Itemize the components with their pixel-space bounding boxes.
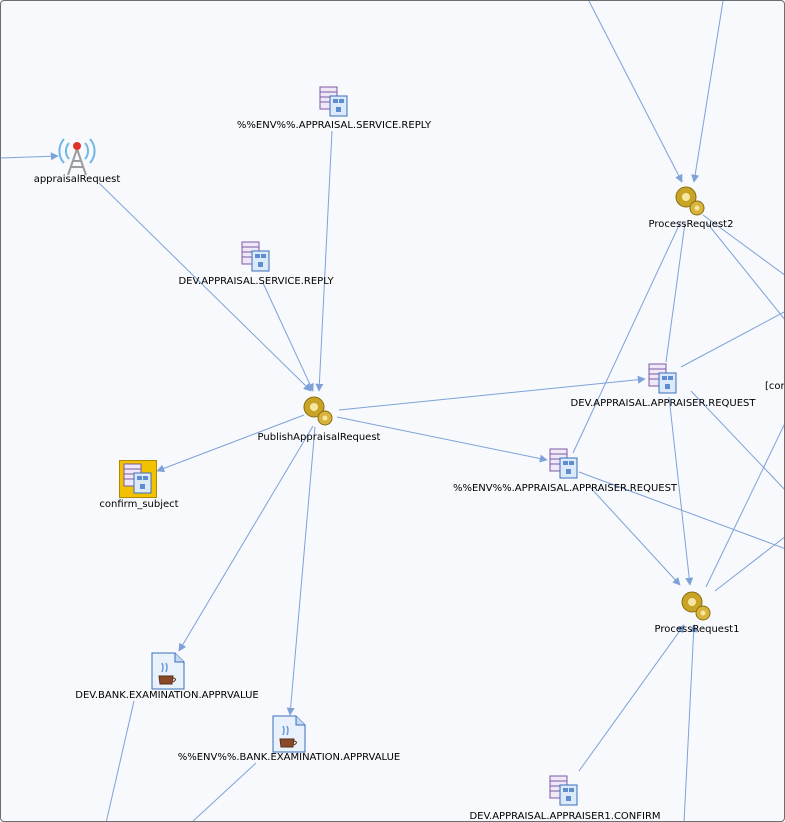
edge-process-request2-to-dev-appraiser (665, 222, 686, 363)
node-label: PublishAppraisalRequest (257, 432, 381, 443)
node-label: confirm_subject (99, 499, 179, 510)
destination-queue-icon (319, 86, 348, 117)
radio-tower-icon (58, 138, 96, 175)
edge-offscreen-a-to-process-request2 (588, 1, 683, 183)
process-gear-icon (303, 396, 333, 426)
destination-queue-icon (549, 448, 578, 479)
edge-dev-appraiser-offscreen (680, 311, 784, 368)
node-label: ProcessRequest1 (654, 624, 740, 635)
node-label: DEV.APPRAISAL.APPRAISER.REQUEST (570, 398, 756, 409)
destination-queue-icon (648, 363, 677, 394)
edge-offscreen-b-to-process-request2 (691, 1, 724, 183)
edge-offscreen-to-appraisal-request (1, 152, 59, 161)
destination-queue-icon (241, 241, 270, 272)
edge-env-appraiser-to-process-request1 (588, 485, 681, 586)
edge-publish-to-dev-appraiser-request (338, 375, 646, 411)
java-document-icon (272, 715, 306, 753)
node-label: DEV.APPRAISAL.SERVICE.REPLY (178, 276, 334, 287)
edge-confirm-to-process-request1 (578, 624, 685, 772)
process-gear-icon (675, 186, 705, 216)
edge-publish-to-confirm-subject (156, 414, 305, 473)
process-gear-icon (681, 591, 711, 621)
edge-publish-to-env-appraiser-request (336, 416, 548, 463)
edge-process-request1-offscreen-b (714, 536, 784, 592)
edge-process-request2-to-env-appraiser (572, 220, 682, 454)
clipped-node-label: [con (765, 381, 785, 392)
edge-dev-service-reply-to-publish (262, 282, 314, 392)
edge-env-bank-offscreen (192, 762, 257, 821)
edge-process-request1-offscreen-a (705, 423, 784, 588)
edge-dev-bank-offscreen (105, 700, 135, 821)
destination-queue-icon (549, 775, 578, 806)
node-label: appraisalRequest (33, 174, 121, 185)
edge-process-request2-offscreen-b (706, 222, 784, 320)
edge-env-service-reply-to-publish (315, 130, 333, 392)
node-label: DEV.APPRAISAL.APPRAISER1.CONFIRM (469, 811, 661, 822)
edge-dev-appraiser-to-process-request1 (668, 396, 694, 586)
edge-dev-appraiser-offscreen-b (690, 390, 784, 490)
edge-process-request2-offscreen-a (702, 214, 784, 276)
node-label: %%ENV%%.BANK.EXAMINATION.APPRVALUE (177, 752, 401, 763)
node-label: %%ENV%%.APPRAISAL.APPRAISER.REQUEST (452, 483, 678, 494)
edge-env-appraiser-offscreen (578, 471, 784, 549)
java-document-icon (151, 652, 185, 690)
edge-appraisal-request-to-publish (98, 182, 312, 392)
node-label: %%ENV%%.APPRAISAL.SERVICE.REPLY (236, 120, 432, 131)
node-label: ProcessRequest2 (648, 219, 734, 230)
edge-publish-to-dev-bank (178, 425, 314, 652)
edge-offscreen-to-process-request1 (683, 624, 698, 821)
edge-publish-to-env-bank (286, 426, 316, 716)
node-label: DEV.BANK.EXAMINATION.APPRVALUE (75, 690, 259, 701)
destination-queue-icon (123, 463, 152, 494)
